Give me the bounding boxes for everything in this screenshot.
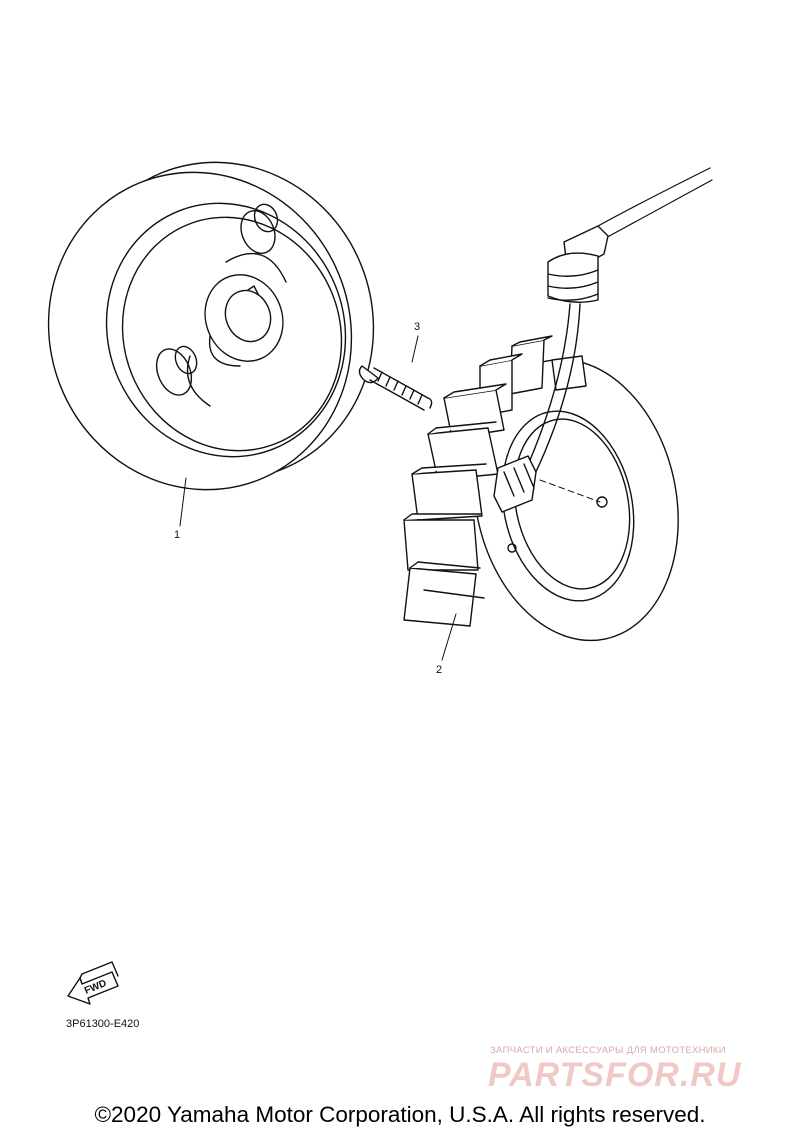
callout-bolt: 3 <box>414 321 421 333</box>
watermark-tagline: ЗАПЧАСТИ И АКСЕССУАРЫ ДЛЯ МОТОТЕХНИКИ <box>490 1045 726 1056</box>
copyright-notice: ©2020 Yamaha Motor Corporation, U.S.A. A… <box>94 1102 706 1127</box>
diagram-code: 3P61300-E420 <box>66 1018 140 1030</box>
bolt-part[interactable] <box>358 365 433 411</box>
fwd-arrow-icon <box>67 961 119 1005</box>
watermark-logo: PARTSFOR.RU <box>488 1056 742 1094</box>
stator-part[interactable] <box>403 167 713 660</box>
rotor-part[interactable] <box>1 116 421 535</box>
callout-rotor: 1 <box>174 529 181 541</box>
callout-stator: 2 <box>436 664 443 676</box>
